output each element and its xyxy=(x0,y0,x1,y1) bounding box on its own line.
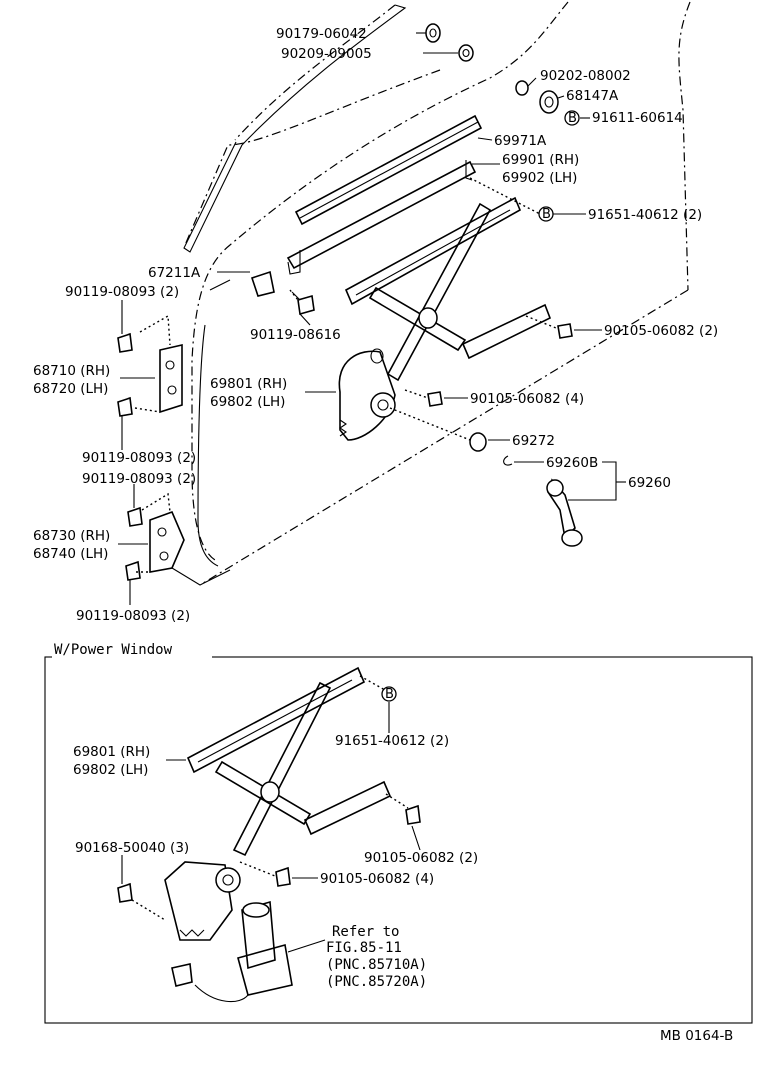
refer-to-label: Refer to xyxy=(332,924,399,940)
bolt-90168-icon xyxy=(117,882,133,903)
bolt-90105-upper-icon xyxy=(557,323,573,339)
label-90119-08616: 90119-08616 xyxy=(250,327,341,343)
bolt-90119-a-icon xyxy=(117,332,133,353)
label-91651-40612-a: 91651-40612 (2) xyxy=(588,207,702,223)
label-90105-06082-c: 90105-06082 (2) xyxy=(364,850,478,866)
bolt-90105-lower-icon xyxy=(427,391,443,407)
label-68740-lh: 68740 (LH) xyxy=(33,546,108,562)
label-69260: 69260 xyxy=(628,475,671,491)
label-91651-40612-b: 91651-40612 (2) xyxy=(335,733,449,749)
label-90119-08093-d: 90119-08093 (2) xyxy=(76,608,190,624)
label-68147a: 68147A xyxy=(566,88,619,104)
label-90119-08093-c: 90119-08093 (2) xyxy=(82,471,196,487)
manual-window-regulator xyxy=(338,196,552,441)
leader-lines-power xyxy=(121,702,421,953)
label-67211a: 67211A xyxy=(148,265,201,281)
label-69802-lh-b: 69802 (LH) xyxy=(73,762,148,778)
label-90105-06082-b: 90105-06082 (4) xyxy=(470,391,584,407)
refer-pnc-85720a: (PNC.85720A) xyxy=(326,974,427,990)
power-window-motor xyxy=(171,900,293,1003)
label-69802-lh-a: 69802 (LH) xyxy=(210,394,285,410)
b-mark-3: B xyxy=(385,687,394,702)
upper-hinge-68710 xyxy=(134,314,183,414)
b-mark-2: B xyxy=(542,207,551,222)
label-90119-08093-b: 90119-08093 (2) xyxy=(82,450,196,466)
label-69272: 69272 xyxy=(512,433,555,449)
part-labels-manual: 90179-06042 90209-09005 90202-08002 6814… xyxy=(33,26,718,624)
power-window-regulator xyxy=(164,666,392,941)
label-69901-rh: 69901 (RH) xyxy=(502,152,579,168)
power-window-frame xyxy=(44,656,753,1024)
lower-channel-69901 xyxy=(286,160,477,275)
window-run-channel-69971a xyxy=(294,114,483,226)
leader-lines-manual xyxy=(118,32,626,605)
lower-hinge-68730 xyxy=(136,492,185,573)
label-91611-60614: 91611-60614 xyxy=(592,110,683,126)
bolt-90105-c-icon xyxy=(405,804,421,825)
label-68730-rh: 68730 (RH) xyxy=(33,528,110,544)
fastener-b-marker-box-icon: B xyxy=(381,686,397,702)
clip-90209-icon xyxy=(458,44,474,62)
label-90179-06042: 90179-06042 xyxy=(276,26,367,42)
alignment-lines-power xyxy=(131,675,409,921)
fastener-b-marker-icon: B xyxy=(564,110,580,126)
alignment-lines-manual xyxy=(289,177,557,441)
label-68720-lh: 68720 (LH) xyxy=(33,381,108,397)
window-handle-69260 xyxy=(469,432,583,547)
bolt-90119-b-icon xyxy=(117,396,133,417)
label-90119-08093-a: 90119-08093 (2) xyxy=(65,284,179,300)
label-69260b: 69260B xyxy=(546,455,598,471)
label-69902-lh: 69902 (LH) xyxy=(502,170,577,186)
label-90202-08002: 90202-08002 xyxy=(540,68,631,84)
power-window-section: W/Power Window xyxy=(44,640,753,1024)
figure-code: MB 0164-B xyxy=(660,1028,733,1044)
label-69801-rh-b: 69801 (RH) xyxy=(73,744,150,760)
bolt-90105-d-icon xyxy=(275,866,291,887)
bushing-68147a-icon xyxy=(539,90,559,114)
bolt-90119-08616-icon xyxy=(291,291,315,316)
bolt-90119-d-icon xyxy=(125,560,141,581)
b-mark-1: B xyxy=(568,111,577,126)
label-69801-rh-a: 69801 (RH) xyxy=(210,376,287,392)
door-outline xyxy=(171,1,691,586)
clip-67211a-icon xyxy=(250,270,275,297)
refer-fig-label: FIG.85-11 xyxy=(326,940,402,956)
washer-90202-icon xyxy=(515,80,529,96)
label-90105-06082-a: 90105-06082 (2) xyxy=(604,323,718,339)
clip-90179-icon xyxy=(425,23,441,43)
label-69971a: 69971A xyxy=(494,133,547,149)
label-90209-09005: 90209-09005 xyxy=(281,46,372,62)
bolt-90119-c-icon xyxy=(127,506,143,527)
label-90105-06082-d: 90105-06082 (4) xyxy=(320,871,434,887)
label-68710-rh: 68710 (RH) xyxy=(33,363,110,379)
refer-pnc-85710a: (PNC.85710A) xyxy=(326,957,427,973)
label-90168-50040: 90168-50040 (3) xyxy=(75,840,189,856)
power-window-title: W/Power Window xyxy=(54,642,173,658)
